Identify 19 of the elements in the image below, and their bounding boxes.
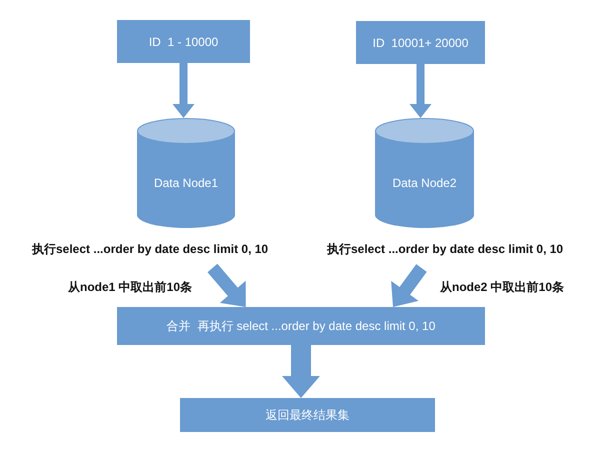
block-arrow bbox=[391, 264, 427, 307]
edge-label: 从node1 中取出前10条 bbox=[66, 279, 194, 296]
process-box bbox=[117, 20, 250, 63]
node-label: 合并 再执行 select ...order by date desc limit 0, 10 bbox=[166, 318, 436, 334]
node-label: ID 1 - 10000 bbox=[148, 34, 218, 48]
block-arrow bbox=[282, 345, 320, 398]
block-arrow bbox=[410, 64, 432, 118]
node-label: Data Node2 bbox=[392, 176, 457, 190]
block-arrow bbox=[172, 63, 194, 118]
node-label: 返回最终结果集 bbox=[266, 406, 350, 424]
node-label: ID 10001+ 20000 bbox=[372, 36, 468, 50]
edge-label: 从node2 中取出前10条 bbox=[438, 279, 566, 296]
process-box bbox=[356, 21, 485, 64]
caption-text: 执行select ...order by date desc limit 0, 10 bbox=[32, 241, 268, 258]
block-arrow bbox=[208, 264, 246, 307]
process-box bbox=[180, 398, 435, 432]
caption-text: 执行select ...order by date desc limit 0, 10 bbox=[327, 241, 564, 258]
process-box bbox=[117, 307, 485, 345]
node-label: Data Node1 bbox=[154, 176, 218, 190]
